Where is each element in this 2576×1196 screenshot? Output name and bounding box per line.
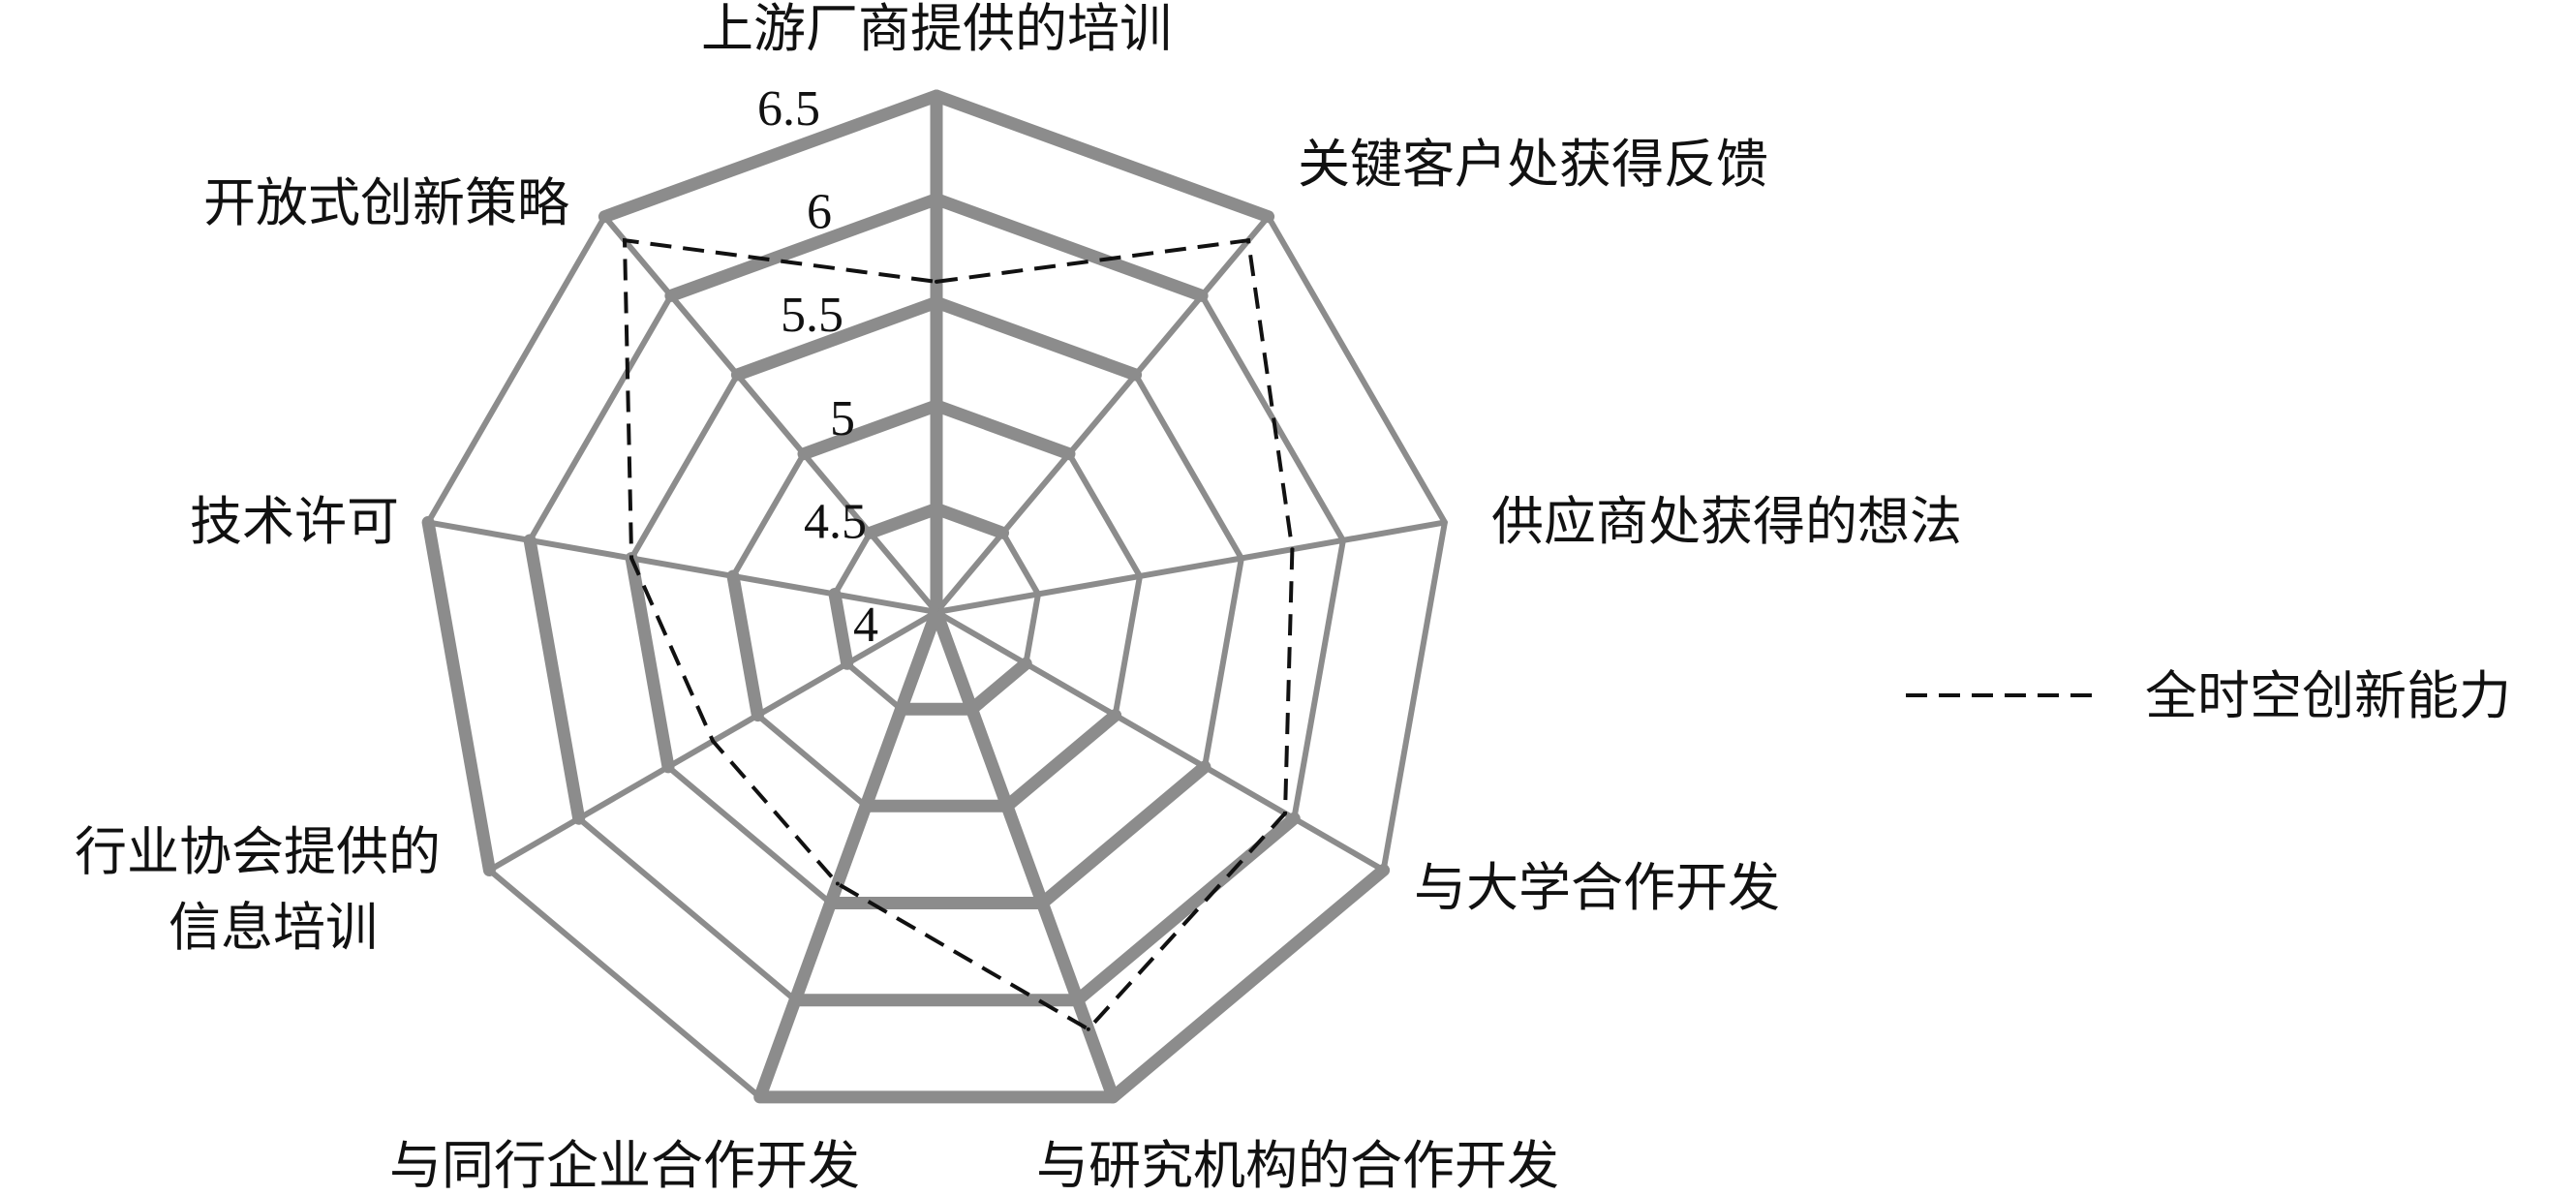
series-point-7 bbox=[629, 556, 634, 561]
axis-label-6: 行业协会提供的信息培训 bbox=[75, 821, 441, 958]
series-line-0 bbox=[622, 237, 1295, 1032]
grid-ring-4.5-edge-8 bbox=[864, 502, 943, 539]
grid-ring-4.5-edge-1 bbox=[999, 530, 1041, 598]
tick-label-5: 5 bbox=[830, 391, 855, 446]
spoke-3 bbox=[935, 609, 1386, 874]
grid-ring-6-edge-0 bbox=[930, 193, 1209, 302]
grid-ring-6-edge-3 bbox=[1071, 812, 1301, 1007]
grid-ring-6.5-edge-6 bbox=[421, 515, 496, 876]
axis-label-3: 与大学合作开发 bbox=[1414, 857, 1780, 918]
grid-ring-5.5-edge-8 bbox=[730, 295, 943, 382]
chart-legend: 全时空创新能力 bbox=[1906, 665, 2511, 726]
series-point-3 bbox=[1283, 811, 1287, 815]
tick-label-6: 6 bbox=[807, 185, 832, 240]
grid-ring-5-edge-0 bbox=[930, 399, 1076, 461]
grid-ring-6-edge-8 bbox=[664, 193, 943, 302]
grid-ring-5-edge-2 bbox=[1112, 573, 1143, 719]
legend-label: 全时空创新能力 bbox=[2145, 665, 2511, 726]
grid-ring-5.5-edge-1 bbox=[1132, 372, 1244, 562]
series-point-8 bbox=[623, 238, 627, 243]
spoke-7 bbox=[427, 519, 937, 615]
grid-ring-5.5-edge-0 bbox=[930, 295, 1143, 382]
series-point-5 bbox=[835, 881, 840, 886]
tick-label-5.5: 5.5 bbox=[781, 288, 843, 343]
series-layer bbox=[622, 237, 1295, 1032]
spoke-1 bbox=[934, 214, 1271, 614]
grid-ring-5.5-edge-2 bbox=[1202, 555, 1244, 770]
axis-label-0: 上游厂商提供的培训 bbox=[701, 0, 1172, 59]
grid-ring-5-edge-7 bbox=[730, 450, 807, 579]
axis-label-6-line-0: 行业协会提供的 bbox=[75, 821, 441, 882]
grid-ring-5-edge-5 bbox=[754, 712, 870, 810]
grid-ring-6.5-edge-7 bbox=[425, 213, 608, 526]
grid-ring-6-edge-5 bbox=[575, 815, 799, 1003]
grid-ring-6.5-edge-1 bbox=[1265, 213, 1448, 526]
grid-ring-5-edge-8 bbox=[797, 399, 943, 461]
grid-ring-5-edge-3 bbox=[1000, 709, 1122, 813]
grid-ring-6.5-edge-2 bbox=[1380, 519, 1448, 874]
spoke-4 bbox=[930, 609, 1119, 1100]
series-point-4 bbox=[1086, 1027, 1090, 1031]
series-point-6 bbox=[711, 739, 716, 744]
series-point-2 bbox=[1290, 547, 1295, 552]
grid-ring-6-edge-6 bbox=[523, 534, 586, 825]
spoke-5 bbox=[753, 609, 943, 1100]
grid-ring-4.5-edge-5 bbox=[843, 660, 905, 713]
grid-ring-6.5-edge-8 bbox=[598, 89, 943, 224]
grid-ring-6.5-edge-0 bbox=[930, 89, 1275, 224]
axis-label-6-line-1: 信息培训 bbox=[169, 897, 378, 958]
axis-label-7: 技术许可 bbox=[190, 491, 399, 552]
axis-label-1: 关键客户处获得反馈 bbox=[1298, 134, 1768, 195]
grid-ring-6.5-edge-3 bbox=[1106, 864, 1391, 1104]
grid-ring-4.5-edge-2 bbox=[1023, 591, 1041, 667]
axis-label-2: 供应商处获得的想法 bbox=[1491, 491, 1962, 552]
grid-ring-6.5-edge-5 bbox=[486, 867, 763, 1100]
tick-label-6.5: 6.5 bbox=[757, 81, 820, 137]
grid-ring-4.5-edge-7 bbox=[832, 530, 874, 598]
grid-ring-5-edge-1 bbox=[1066, 450, 1143, 579]
radial-tick-labels: 4 4.5 5 5.5 6 6.5 bbox=[757, 81, 878, 653]
axis-label-8: 开放式创新策略 bbox=[203, 172, 569, 233]
grid-ring-5.5-edge-3 bbox=[1035, 760, 1211, 909]
axis-label-5: 与同行企业合作开发 bbox=[389, 1135, 860, 1196]
grid-ring-6-edge-2 bbox=[1291, 537, 1346, 822]
spoke-2 bbox=[935, 519, 1446, 615]
tick-label-4.5: 4.5 bbox=[804, 494, 867, 549]
grid-ring-5.5-edge-6 bbox=[625, 552, 675, 774]
grid-ring-4.5-edge-0 bbox=[930, 502, 1009, 539]
spoke-8 bbox=[602, 214, 939, 614]
grid-ring-5.5-edge-7 bbox=[629, 372, 741, 562]
radar-grid bbox=[421, 89, 1448, 1104]
radar-spokes bbox=[427, 96, 1446, 1100]
series-point-0 bbox=[935, 279, 938, 284]
axis-labels: 上游厂商提供的培训关键客户处获得反馈供应商处获得的想法与大学合作开发与研究机构的… bbox=[75, 0, 1962, 1196]
grid-ring-5.5-edge-5 bbox=[665, 763, 834, 906]
grid-ring-4.5-edge-6 bbox=[828, 588, 854, 670]
grid-ring-5-edge-6 bbox=[726, 569, 764, 722]
tick-label-4: 4 bbox=[853, 598, 878, 653]
grid-ring-6-edge-7 bbox=[527, 292, 674, 543]
series-point-1 bbox=[1246, 238, 1250, 243]
axis-label-4: 与研究机构的合作开发 bbox=[1036, 1135, 1559, 1196]
grid-ring-4.5-edge-3 bbox=[966, 657, 1032, 716]
